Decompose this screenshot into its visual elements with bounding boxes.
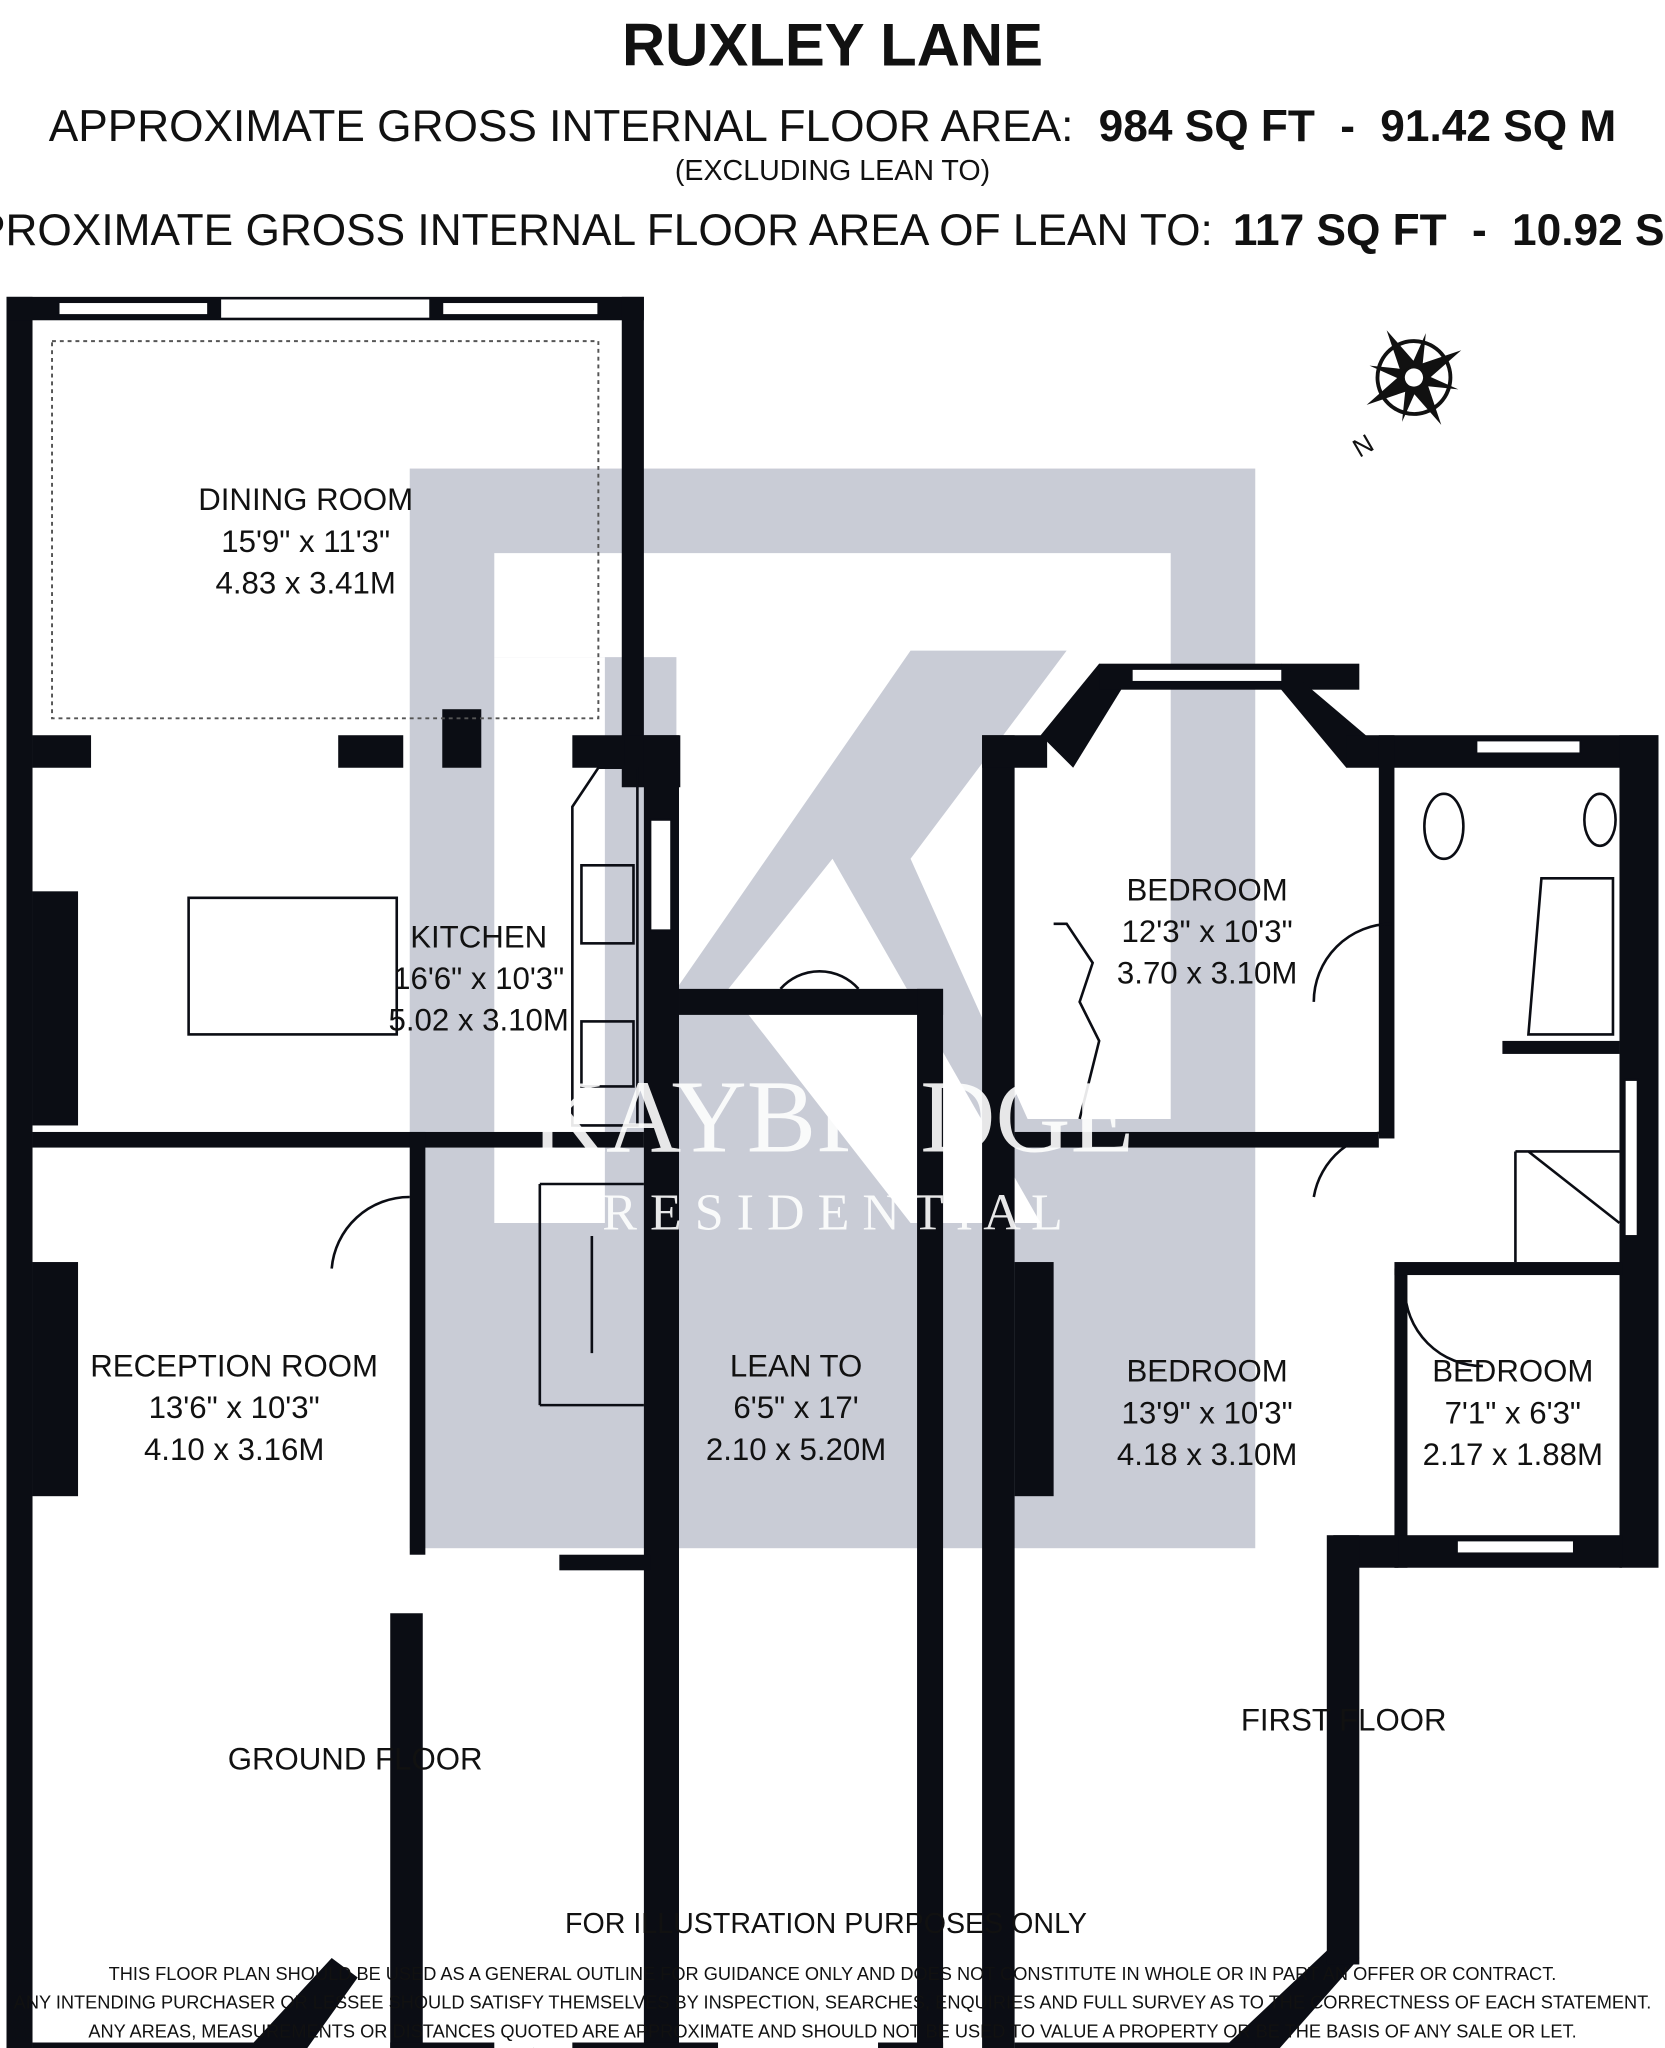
sink (580, 864, 635, 945)
separator: - (1472, 206, 1487, 255)
disclaimer-line: ANY AREAS, MEASUREMENTS OR DISTANCES QUO… (88, 2021, 1576, 2041)
ground-floor-walls (6, 296, 944, 2048)
gross-area-sqft: 984 SQ FT (1099, 102, 1315, 151)
lean-area-sqft: 117 SQ FT (1233, 206, 1447, 255)
watermark-brand: KAYBRIDGE (531, 1058, 1134, 1174)
dining-room-imperial: 15'9" x 11'3" (221, 524, 390, 559)
dining-room-name: DINING ROOM (198, 482, 413, 517)
lean-to-name: LEAN TO (730, 1349, 862, 1384)
dining-room-metric: 4.83 x 3.41M (215, 565, 395, 600)
lean-to-imperial: 6'5" x 17' (733, 1390, 858, 1425)
illustration-note: FOR ILLUSTRATION PURPOSES ONLY (565, 1908, 1087, 1940)
ground-floor-label: GROUND FLOOR (228, 1741, 483, 1776)
kitchen-island (187, 896, 399, 1036)
plan-title: RUXLEY LANE (622, 11, 1043, 78)
bedroom-2-imperial: 13'9" x 10'3" (1122, 1395, 1293, 1430)
bedroom-1-imperial: 12'3" x 10'3" (1122, 914, 1293, 949)
separator: - (1340, 102, 1355, 151)
disclaimer-line: ANY INTENDING PURCHASER OR LESSEE SHOULD… (14, 1993, 1652, 2013)
lean-area: APPROXIMATE GROSS INTERNAL FLOOR AREA OF… (0, 206, 1665, 255)
lean-area-label: APPROXIMATE GROSS INTERNAL FLOOR AREA OF… (0, 206, 1213, 255)
gross-area-label: APPROXIMATE GROSS INTERNAL FLOOR AREA: (49, 102, 1074, 151)
lean-area-sqm: 10.92 SQ M (1512, 206, 1665, 255)
bedroom-1-name: BEDROOM (1127, 872, 1288, 907)
bedroom-3-metric: 2.17 x 1.88M (1423, 1437, 1603, 1472)
gross-area-sqm: 91.42 SQ M (1380, 102, 1616, 151)
lean-to-metric: 2.10 x 5.20M (706, 1432, 886, 1467)
excluding-note: (EXCLUDING LEAN TO) (675, 155, 990, 187)
bedroom-2-metric: 4.18 x 3.10M (1117, 1437, 1297, 1472)
compass-north-label: N (1347, 428, 1378, 463)
hob (580, 1020, 635, 1088)
kitchen-metric: 5.02 x 3.10M (388, 1003, 568, 1038)
reception-room-imperial: 13'6" x 10'3" (149, 1390, 320, 1425)
watermark-sub: R E S I D E N T I A L (602, 1185, 1062, 1242)
bedroom-2-name: BEDROOM (1127, 1354, 1288, 1389)
kitchen-name: KITCHEN (410, 919, 547, 954)
reception-room-name: RECEPTION ROOM (90, 1349, 378, 1384)
reception-room-metric: 4.10 x 3.16M (144, 1432, 324, 1467)
compass-icon (1366, 330, 1462, 425)
first-floor-label: FIRST FLOOR (1241, 1702, 1447, 1737)
bedroom-3-imperial: 7'1" x 6'3" (1445, 1395, 1581, 1430)
bedroom-1-metric: 3.70 x 3.10M (1117, 956, 1297, 991)
kitchen-imperial: 16'6" x 10'3" (393, 961, 564, 996)
first-floor-walls (982, 663, 1659, 2048)
gross-area: APPROXIMATE GROSS INTERNAL FLOOR AREA: 9… (49, 102, 1616, 151)
bedroom-3-name: BEDROOM (1432, 1354, 1593, 1389)
disclaimer-line: THIS FLOOR PLAN SHOULD BE USED AS A GENE… (109, 1964, 1557, 1984)
